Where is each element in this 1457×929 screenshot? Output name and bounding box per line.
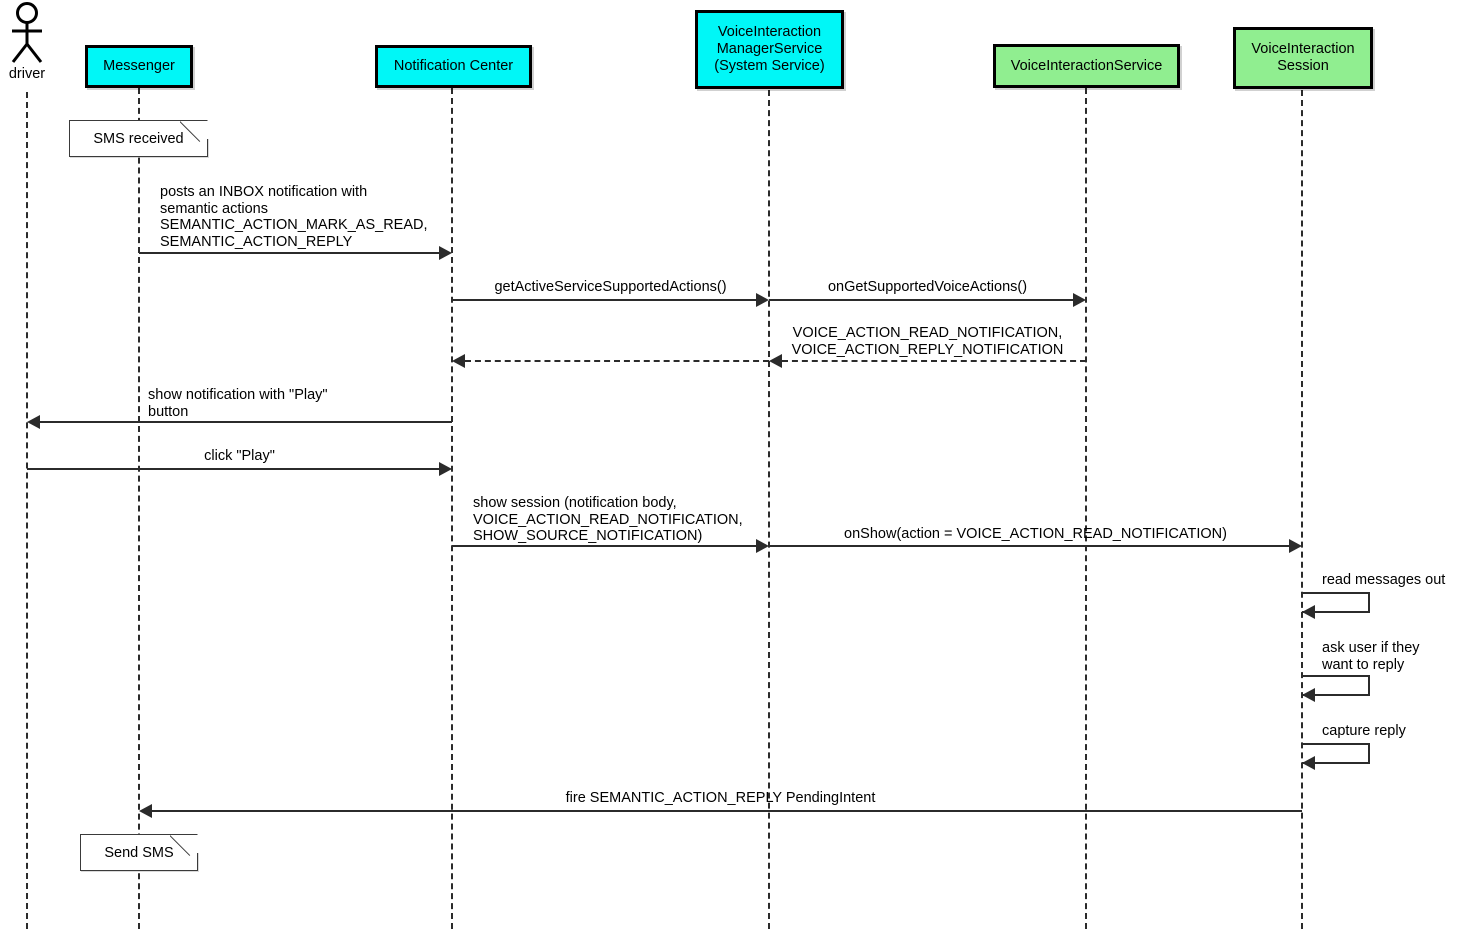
participant-voice-interaction-service[interactable]: VoiceInteractionService: [993, 44, 1180, 88]
participant-voice-interaction-session[interactable]: VoiceInteraction Session: [1233, 27, 1373, 89]
message-line-m1: [139, 252, 442, 254]
participant-messenger[interactable]: Messenger: [85, 45, 193, 88]
participant-label-voice-interaction-session: VoiceInteraction Session: [1251, 41, 1355, 74]
message-line-m5: [465, 360, 769, 362]
message-arrowhead-m1: [439, 246, 452, 260]
message-line-m4: [782, 360, 1086, 362]
lifeline-vims: [768, 90, 770, 929]
lifeline-messenger: [138, 88, 140, 929]
note-fold-top: [188, 119, 209, 121]
participant-notification-center[interactable]: Notification Center: [375, 45, 532, 88]
actor-label-driver: driver: [8, 66, 46, 82]
message-label-m8: show session (notification body, VOICE_A…: [473, 495, 743, 544]
message-label-m13: fire SEMANTIC_ACTION_REPLY PendingIntent: [565, 790, 876, 806]
message-label-m2: getActiveServiceSupportedActions(): [494, 279, 727, 295]
participant-label-voice-interaction-service: VoiceInteractionService: [1010, 57, 1163, 74]
message-line-m8: [452, 545, 756, 547]
note-send-sms: Send SMS: [80, 833, 199, 871]
lifeline-driver: [26, 92, 28, 929]
message-arrowhead-m5: [452, 354, 465, 368]
message-arrowhead-m8: [756, 539, 769, 553]
message-label-m3: onGetSupportedVoiceActions(): [827, 279, 1028, 295]
lifeline-session: [1301, 90, 1303, 929]
message-line-m7: [27, 468, 439, 470]
message-label-m7: click "Play": [204, 448, 275, 464]
message-arrowhead-m6: [27, 415, 40, 429]
message-label-m10: read messages out: [1322, 572, 1446, 588]
message-arrowhead-m9: [1289, 539, 1302, 553]
message-arrowhead-m3: [1073, 293, 1086, 307]
message-label-m9: onShow(action = VOICE_ACTION_READ_NOTIFI…: [844, 526, 1227, 542]
message-line-m13: [152, 810, 1302, 812]
participant-voice-interaction-manager-service[interactable]: VoiceInteraction ManagerService (System …: [695, 10, 844, 89]
message-label-m6: show notification with "Play" button: [148, 387, 328, 420]
note-text-send-sms: Send SMS: [104, 844, 174, 861]
message-arrowhead-m10: [1302, 605, 1315, 619]
message-label-m4: VOICE_ACTION_READ_NOTIFICATION, VOICE_AC…: [791, 325, 1064, 358]
note-fold-corner-icon-2: [178, 833, 199, 854]
lifeline-notification-center: [451, 88, 453, 929]
message-line-m6: [40, 421, 452, 423]
message-selfcall-m12: [1302, 743, 1370, 764]
message-label-m12: capture reply: [1322, 723, 1406, 739]
participant-label-notification-center: Notification Center: [393, 58, 514, 74]
participant-label-voice-interaction-manager-service: VoiceInteraction ManagerService (System …: [714, 24, 825, 74]
actor-stick-figure-icon: [11, 2, 43, 63]
message-selfcall-m10: [1302, 592, 1370, 613]
message-arrowhead-m4: [769, 354, 782, 368]
message-arrowhead-m7: [439, 462, 452, 476]
note-sms-received: SMS received: [69, 119, 209, 157]
message-line-m9: [769, 545, 1289, 547]
note-text-sms-received: SMS received: [93, 130, 184, 147]
note-fold-top-2: [178, 833, 199, 835]
message-line-m3: [769, 299, 1073, 301]
message-arrowhead-m2: [756, 293, 769, 307]
message-arrowhead-m12: [1302, 756, 1315, 770]
note-fold-corner-icon: [188, 119, 209, 140]
actor-driver[interactable]: [4, 2, 50, 64]
message-arrowhead-m13: [139, 804, 152, 818]
message-line-m2: [452, 299, 756, 301]
participant-label-messenger: Messenger: [103, 58, 175, 74]
message-label-m11: ask user if they want to reply: [1322, 640, 1420, 673]
lifeline-vis: [1085, 88, 1087, 929]
message-arrowhead-m11: [1302, 688, 1315, 702]
message-selfcall-m11: [1302, 675, 1370, 696]
message-label-m1: posts an INBOX notification with semanti…: [160, 184, 428, 250]
